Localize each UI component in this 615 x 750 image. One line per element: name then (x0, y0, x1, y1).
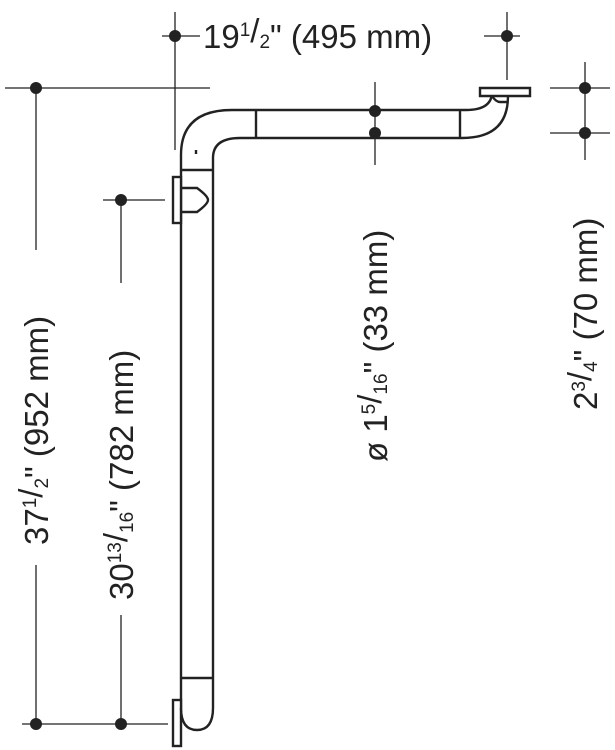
dim-dot (369, 127, 381, 139)
mount-height-dimension-label: 3013/16" (782 mm) (97, 350, 140, 600)
dim-dot (369, 105, 381, 117)
dim-dot (579, 82, 591, 94)
wall-flange-bottom (171, 698, 183, 748)
ceiling-flange-neck (491, 95, 508, 104)
dim-dot (579, 127, 591, 139)
tube-inner-edge (211, 95, 510, 708)
dimension-dots (30, 30, 591, 730)
tube-bottom-end (179, 707, 215, 732)
tube-diameter-dimension-label: ø 15/16" (33 mm) (351, 230, 394, 462)
tube-outer-edge (179, 91, 494, 708)
grab-bar (171, 86, 532, 748)
ceiling-flange (478, 86, 532, 98)
dim-dot (501, 30, 513, 42)
flange-dimension-label: 23/4" (70 mm) (561, 218, 604, 410)
dimension-lines (5, 12, 610, 725)
width-dimension-label: 191/2" (495 mm) (203, 12, 432, 55)
wall-flange-middle-neck (181, 186, 210, 214)
dim-dot (30, 718, 42, 730)
dim-dot (30, 82, 42, 94)
dim-dot (169, 30, 181, 42)
wall-flange-middle (171, 175, 183, 225)
dim-dot (115, 194, 127, 206)
total-height-dimension-label: 371/2" (952 mm) (12, 316, 55, 545)
dim-dot (115, 718, 127, 730)
